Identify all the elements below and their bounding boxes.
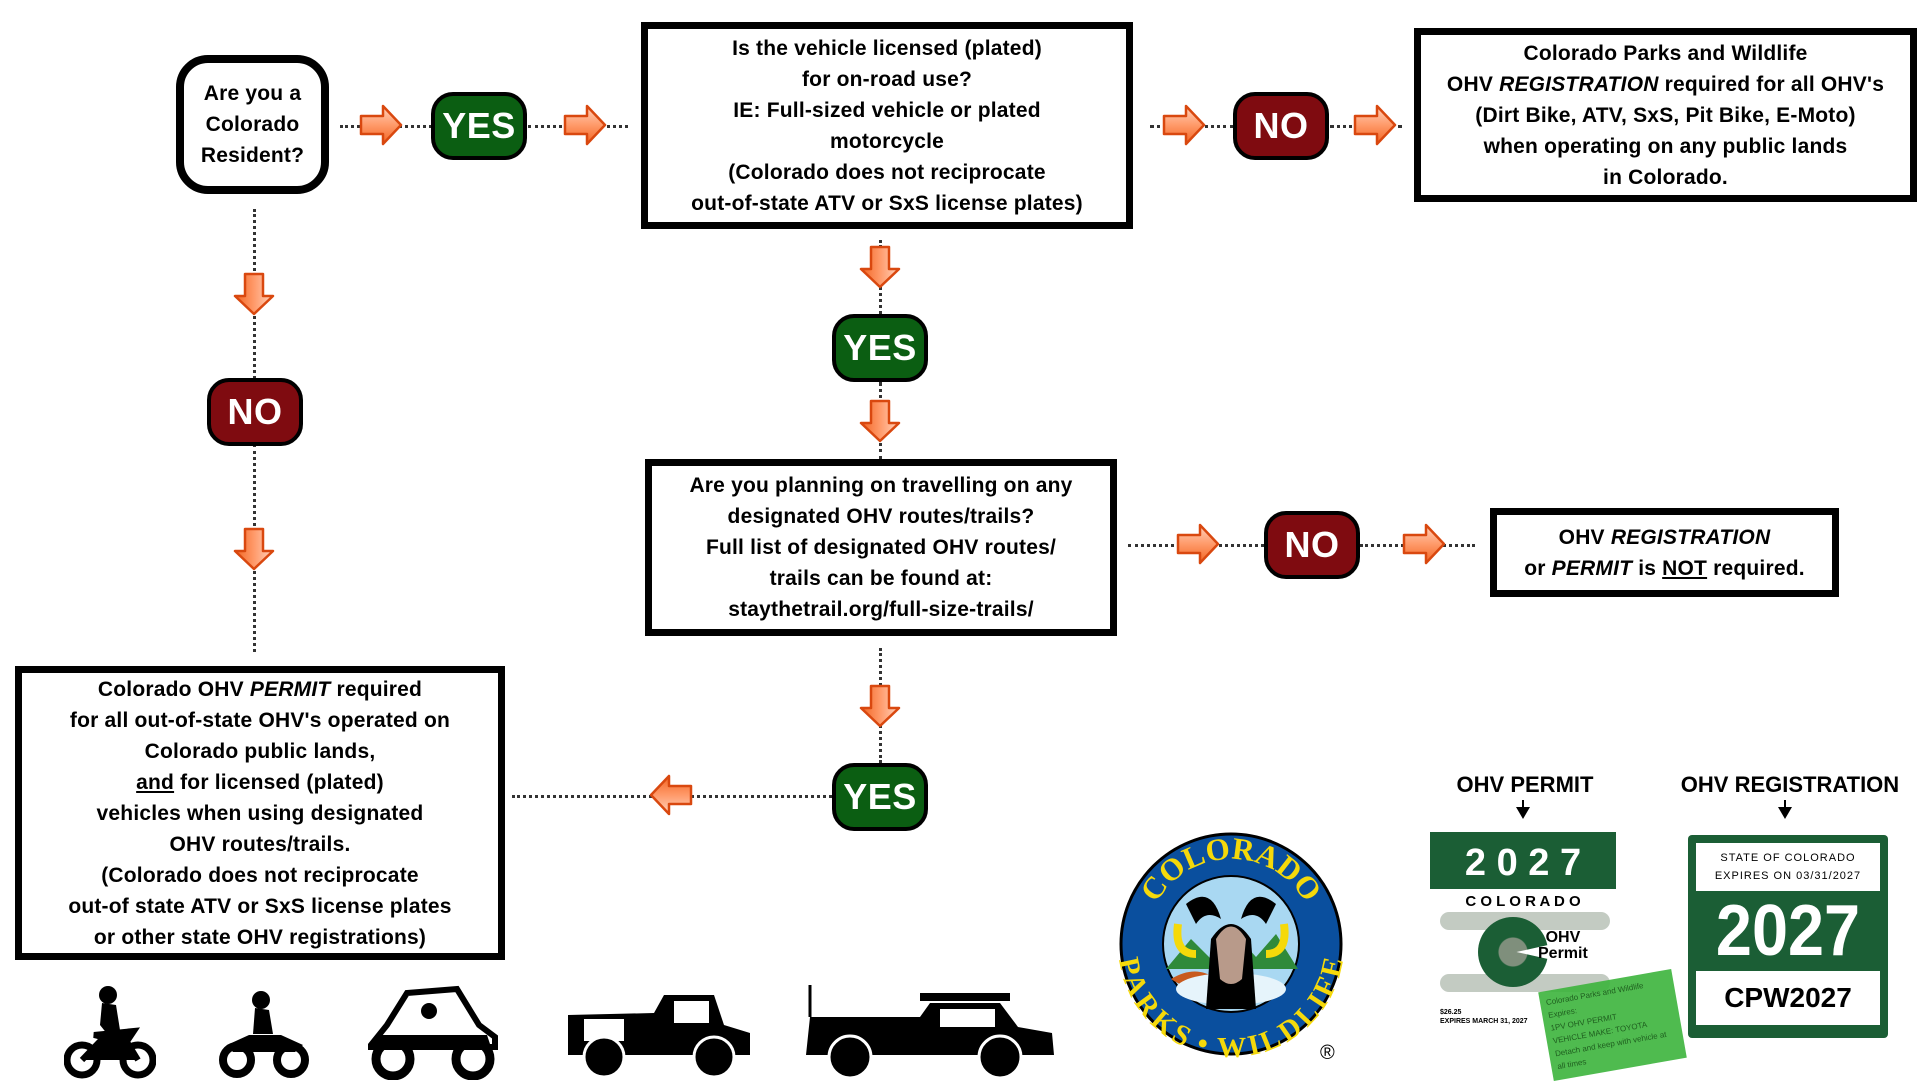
text-line: (Dirt Bike, ATV, SxS, Pit Bike, E-Moto) — [1475, 103, 1856, 127]
yes-badge: YES — [431, 92, 527, 160]
text-line: OHV REGISTRATION — [1558, 525, 1771, 549]
arrow-right-icon — [1402, 522, 1446, 566]
arrow-down-icon — [858, 245, 902, 289]
text-line: OHV REGISTRATION required for all OHV's — [1446, 72, 1885, 96]
text-line: in Colorado. — [1603, 165, 1728, 189]
text-line: out-of state ATV or SxS license plates — [68, 894, 452, 918]
text-line: Colorado public lands, — [144, 739, 376, 763]
arrow-down-icon — [232, 272, 276, 316]
plated-question-line: motorcycle — [829, 129, 945, 153]
arrow-right-icon — [359, 103, 403, 147]
yes-badge: YES — [832, 763, 928, 831]
cpw-logo: COLORADO PARKS • WILDLIFE — [1116, 830, 1346, 1059]
trails-question-line: Full list of designated OHV routes/ — [705, 536, 1057, 559]
permit-label: OHV PERMIT — [1456, 772, 1594, 797]
resident-question-line: Resident? — [200, 144, 305, 167]
text-line: for all out-of-state OHV's operated on — [69, 708, 451, 732]
text-line: or other state OHV registrations) — [93, 925, 427, 949]
arrow-down-icon — [1516, 807, 1530, 819]
jeep-icon — [568, 995, 750, 1079]
permit-price: $26.25 — [1440, 1009, 1462, 1016]
text-line: Colorado OHV PERMIT required — [97, 677, 423, 701]
permit-title: Permit — [1538, 945, 1588, 962]
arrow-left-icon — [649, 773, 693, 817]
trails-question-line: designated OHV routes/trails? — [727, 505, 1035, 528]
no-badge: NO — [1233, 92, 1329, 160]
resident-question-line: Colorado — [205, 113, 300, 136]
side-by-side-icon — [368, 985, 498, 1080]
permit-expires: EXPIRES MARCH 31, 2027 — [1440, 1018, 1528, 1025]
plated-question-box: Is the vehicle licensed (plated) for on-… — [641, 22, 1133, 229]
trails-question-line: trails can be found at: — [769, 567, 993, 590]
registration-state: STATE OF COLORADO — [1720, 852, 1856, 864]
not-required-box: OHV REGISTRATION or PERMIT is NOT requir… — [1490, 508, 1839, 597]
plated-question-line: for on-road use? — [801, 67, 973, 91]
arrow-right-icon — [1162, 103, 1206, 147]
registration-label: OHV REGISTRATION — [1680, 772, 1900, 797]
permit-title: OHV — [1545, 929, 1581, 946]
text-line: (Colorado does not reciprocate — [101, 863, 419, 887]
text-line: Colorado Parks and Wildlife — [1523, 41, 1808, 65]
arrow-down-icon — [858, 399, 902, 443]
trails-question-box: Are you planning on travelling on any de… — [645, 459, 1117, 636]
registration-required-box: Colorado Parks and Wildlife OHV REGISTRA… — [1414, 28, 1917, 202]
text-line: when operating on any public lands — [1483, 134, 1848, 158]
plated-question-line: out-of-state ATV or SxS license plates) — [691, 191, 1083, 215]
plated-question-line: IE: Full-sized vehicle or plated — [733, 98, 1041, 122]
text-line: OHV routes/trails. — [169, 832, 351, 856]
dirt-bike-icon — [64, 986, 156, 1079]
no-badge: NO — [207, 378, 303, 446]
permit-sticker: 2 0 2 7 C O L O R A D O OHV Permit $26.2… — [1430, 832, 1616, 1037]
trails-link[interactable]: staythetrail.org/full-size-trails/ — [728, 598, 1034, 621]
registration-code: CPW2027 — [1696, 971, 1880, 1025]
no-badge: NO — [1264, 511, 1360, 579]
permit-state: C O L O R A D O — [1465, 893, 1581, 910]
plated-question-line: (Colorado does not reciprocate — [728, 160, 1046, 184]
arrow-down-icon — [1522, 800, 1524, 808]
arrow-down-icon — [858, 684, 902, 728]
text-line: and for licensed (plated) — [136, 770, 384, 794]
arrow-right-icon — [1176, 522, 1220, 566]
arrow-right-icon — [563, 103, 607, 147]
registered-mark: ® — [1320, 1042, 1335, 1064]
arrow-down-icon — [232, 527, 276, 571]
resident-question-line: Are you a — [203, 82, 302, 105]
registration-sticker: STATE OF COLORADO EXPIRES ON 03/31/2027 … — [1688, 835, 1888, 1038]
atv-icon — [219, 991, 309, 1078]
plated-question-line: Is the vehicle licensed (plated) — [732, 36, 1042, 60]
permit-year: 2 0 2 7 — [1430, 832, 1616, 889]
arrow-right-icon — [1353, 103, 1397, 147]
arrow-down-icon — [1778, 807, 1792, 819]
text-line: vehicles when using designated — [96, 801, 424, 825]
trails-question-line: Are you planning on travelling on any — [689, 474, 1073, 497]
registration-year: 2027 — [1715, 891, 1861, 971]
arrow-down-icon — [1784, 800, 1786, 808]
permit-required-box: Colorado OHV PERMIT required for all out… — [15, 666, 505, 960]
pickup-truck-icon — [806, 985, 1054, 1080]
yes-badge: YES — [832, 314, 928, 382]
text-line: or PERMIT is NOT required. — [1524, 556, 1805, 580]
registration-expires: EXPIRES ON 03/31/2027 — [1714, 870, 1862, 882]
resident-question-box: Are you a Colorado Resident? — [176, 55, 329, 194]
